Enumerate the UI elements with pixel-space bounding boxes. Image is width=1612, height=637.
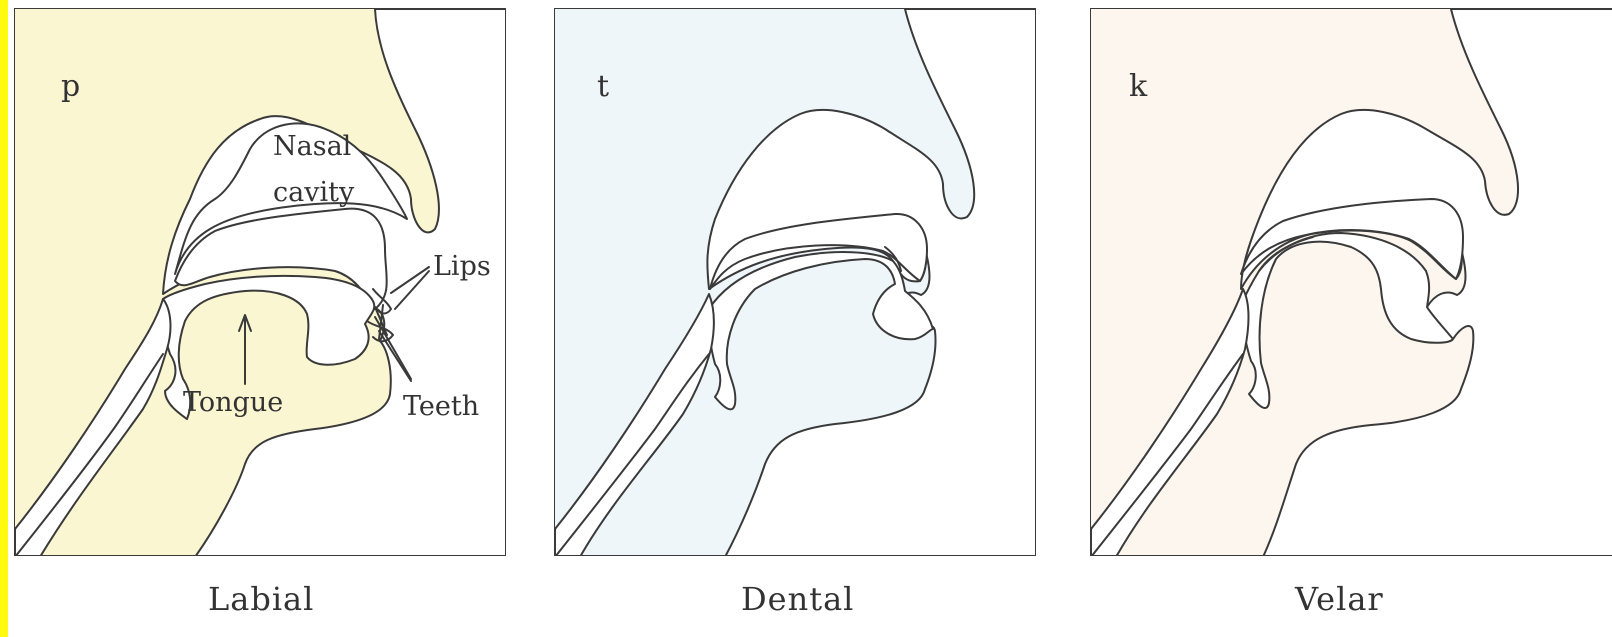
velar-vocal-tract-drawing: [1091, 9, 1612, 556]
labial-vocal-tract-drawing: [15, 9, 506, 556]
dental-panel: t: [554, 8, 1036, 556]
teeth-label: Teeth: [403, 393, 479, 420]
cavity-label: cavity: [273, 179, 354, 206]
dental-oral-cavity: [708, 252, 933, 409]
labial-letter: p: [61, 69, 80, 104]
labial-panel: p Nasal cavity Lips Tongue Teeth: [14, 8, 506, 556]
nasal-label: Nasal: [273, 133, 351, 160]
dental-letter: t: [597, 69, 609, 104]
tongue-label: Tongue: [183, 389, 283, 416]
lips-label: Lips: [433, 253, 491, 280]
velar-pharynx: [1091, 289, 1249, 556]
velar-caption: Velar: [1295, 580, 1384, 618]
dental-pharynx: [555, 294, 714, 556]
dental-caption: Dental: [741, 580, 854, 618]
velar-letter: k: [1129, 69, 1147, 104]
velar-oral-cavity: [1243, 233, 1453, 408]
dental-vocal-tract-drawing: [555, 9, 1036, 556]
figure-page: p Nasal cavity Lips Tongue Teeth t k Lab…: [8, 0, 1612, 637]
labial-caption: Labial: [208, 580, 314, 618]
velar-panel: k: [1090, 8, 1612, 556]
labial-pharynx: [15, 299, 170, 556]
